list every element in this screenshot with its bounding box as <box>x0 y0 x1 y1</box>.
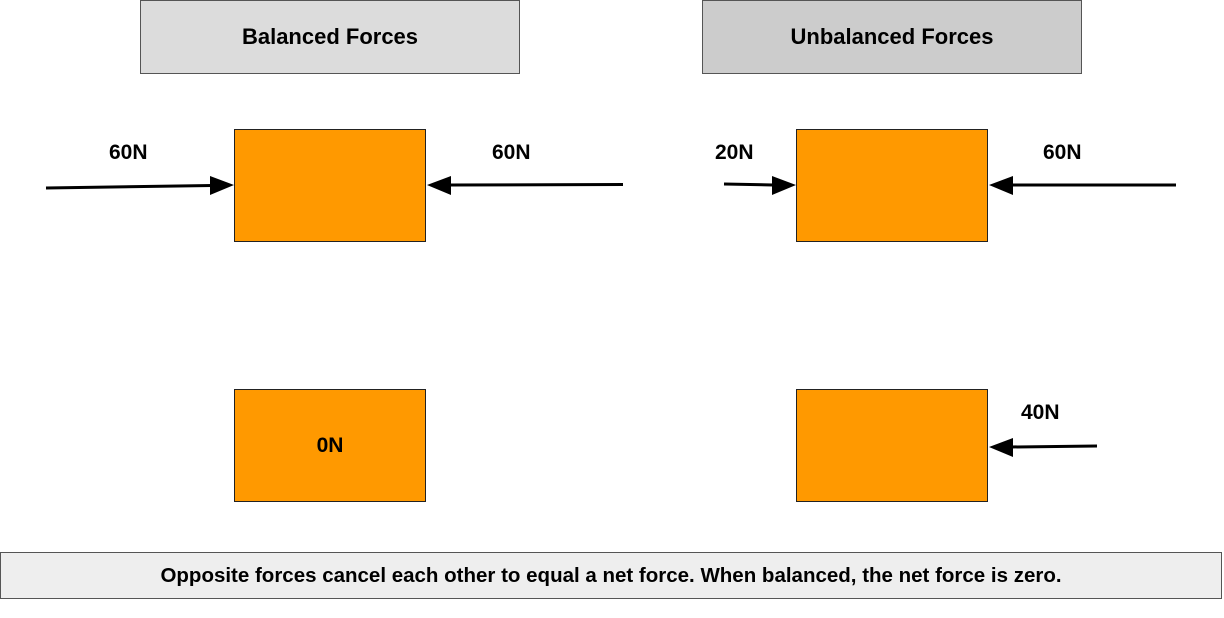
balanced-forces-header: Balanced Forces <box>140 0 520 74</box>
balanced-right-arrow-shaft <box>448 183 624 187</box>
caption-box: Opposite forces cancel each other to equ… <box>0 552 1222 599</box>
balanced-left-arrowhead <box>210 176 234 195</box>
unbalanced-left-force-label: 20N <box>715 141 754 164</box>
balanced-object-block <box>234 129 426 242</box>
unbalanced-left-arrowhead <box>772 176 796 195</box>
unbalanced-right-arrowhead <box>989 176 1013 195</box>
caption-text: Opposite forces cancel each other to equ… <box>160 563 1062 587</box>
unbalanced-left-arrow-shaft <box>723 182 774 187</box>
unbalanced-net-arrowhead <box>989 438 1013 457</box>
unbalanced-net-arrow-shaft <box>1010 444 1098 449</box>
unbalanced-result-block <box>796 389 988 502</box>
balanced-left-arrow-shaft <box>45 184 213 190</box>
unbalanced-right-force-label: 60N <box>1043 141 1082 164</box>
balanced-result-block: 0N <box>234 389 426 502</box>
balanced-right-arrowhead <box>427 176 451 195</box>
balanced-forces-header-text: Balanced Forces <box>241 24 419 49</box>
unbalanced-forces-header-text: Unbalanced Forces <box>790 24 994 49</box>
balanced-left-force-label: 60N <box>109 141 148 164</box>
unbalanced-net-force-label: 40N <box>1021 401 1060 424</box>
unbalanced-object-block <box>796 129 988 242</box>
balanced-net-force-label: 0N <box>316 433 344 457</box>
unbalanced-forces-header: Unbalanced Forces <box>702 0 1082 74</box>
balanced-right-force-label: 60N <box>492 141 531 164</box>
